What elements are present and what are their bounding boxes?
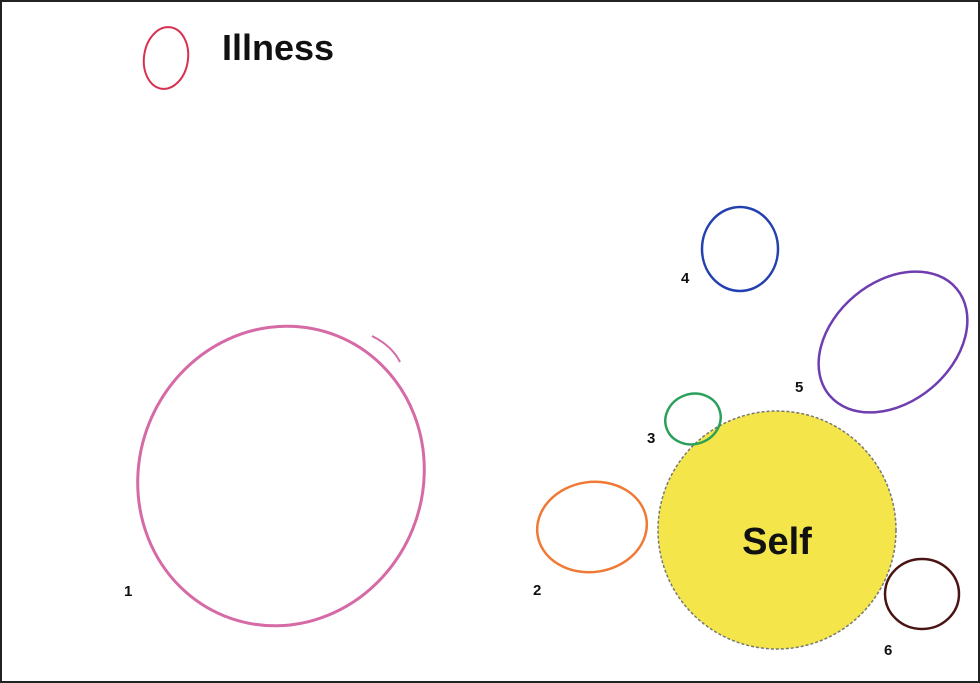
self-group: Self xyxy=(657,410,897,650)
circle-4-label: 4 xyxy=(681,270,690,287)
self-label: Self xyxy=(742,521,812,563)
circle-group-5: 5 xyxy=(795,270,969,414)
circle-group-6: 6 xyxy=(883,557,961,659)
circle-3 xyxy=(664,392,722,446)
circle-group-1: 1 xyxy=(124,324,426,628)
circle-4 xyxy=(700,205,780,293)
circle-group-4: 4 xyxy=(681,205,780,293)
circle-6-label: 6 xyxy=(884,642,892,659)
self-circle xyxy=(657,410,897,650)
circle-6 xyxy=(883,557,961,631)
legend-illness-circle xyxy=(142,26,190,90)
circle-5-label: 5 xyxy=(795,379,803,396)
circle-1-label: 1 xyxy=(124,583,132,600)
circle-3-label: 3 xyxy=(647,430,655,447)
legend: Illness xyxy=(142,26,334,90)
circle-2-label: 2 xyxy=(533,582,541,599)
circle-group-3: 3 xyxy=(647,392,722,447)
circle-1 xyxy=(136,324,426,628)
circle-1-overlap-stroke xyxy=(371,335,401,363)
circle-5 xyxy=(817,270,969,414)
legend-illness-label: Illness xyxy=(222,27,334,68)
circle-group-2: 2 xyxy=(533,480,649,599)
circle-2 xyxy=(535,480,649,574)
